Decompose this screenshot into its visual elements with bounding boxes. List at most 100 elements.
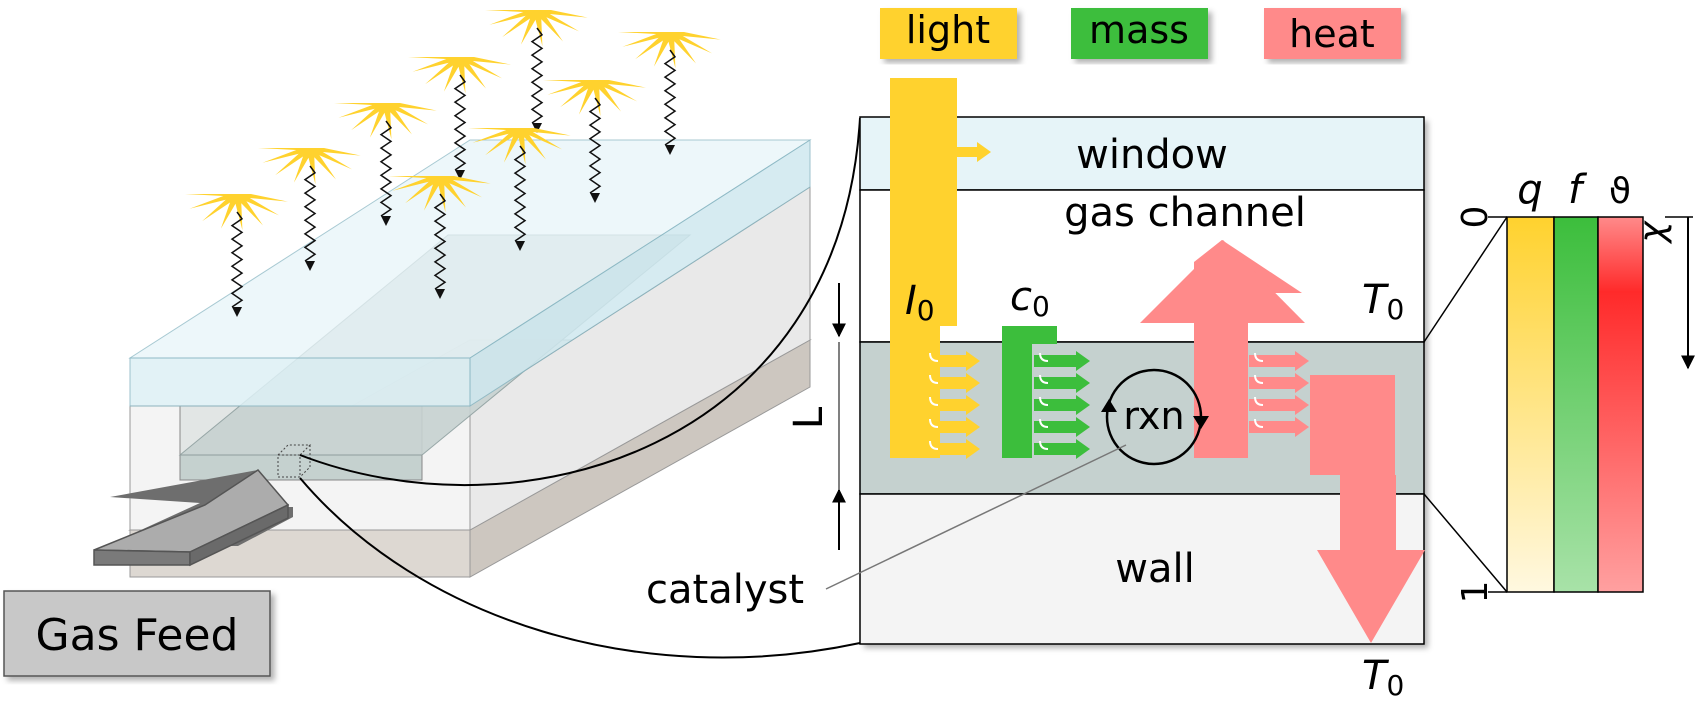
sun-icon — [618, 32, 721, 69]
flux-arrowhead-icon — [966, 417, 980, 437]
sun-icon — [543, 80, 646, 117]
catalyst-pointer — [825, 444, 1127, 590]
flux-arrowhead-icon — [1295, 373, 1309, 393]
legend-mass: mass — [1089, 8, 1189, 52]
sun-icon — [468, 128, 571, 165]
axis-top-tick: 0 — [1455, 206, 1496, 229]
concentration-symbol: c0 — [1010, 274, 1050, 323]
profile-theta-bar — [1597, 216, 1644, 593]
legend-light-box — [880, 8, 1017, 59]
profile-theta-label: ϑ — [1609, 171, 1631, 212]
profile-q-bar — [1506, 216, 1555, 593]
light-intensity-symbol: I0 — [905, 278, 935, 327]
gas-feed-box — [3, 590, 271, 677]
photon-wave — [230, 211, 244, 308]
photon-wave — [453, 74, 467, 171]
flux-arrowhead-icon — [1076, 439, 1090, 459]
flux-step — [924, 377, 966, 389]
profile-q-label: q — [1517, 167, 1542, 213]
window-side — [469, 139, 811, 407]
legend-light: light — [906, 8, 990, 52]
gas-channel-label: gas channel — [1064, 190, 1306, 236]
heat-down-arrow — [1317, 550, 1425, 643]
light-flux — [890, 78, 991, 458]
flux-arrowhead-icon — [966, 373, 980, 393]
profile-connector-bottom — [1423, 493, 1508, 593]
temperature-bottom-symbol: T0 — [1362, 653, 1404, 702]
sun-icon — [408, 57, 511, 94]
sun-icon — [485, 10, 588, 47]
cycle-arrow-right-icon — [1193, 416, 1209, 429]
photon-wave — [663, 49, 677, 146]
gas-feed-label: Gas Feed — [36, 610, 239, 661]
flux-arrowhead-icon — [966, 439, 980, 459]
flux-step — [1249, 421, 1295, 433]
flux-arrowhead-icon — [1295, 395, 1309, 415]
photon-arrow-icon — [515, 241, 525, 251]
photon-arrow-icon — [381, 216, 391, 226]
legend-heat: heat — [1289, 12, 1375, 56]
flux-step — [924, 421, 966, 433]
flux-step — [1034, 443, 1076, 455]
thickness-label: L — [786, 406, 832, 429]
flux-step — [1034, 399, 1076, 411]
photon-wave — [588, 97, 602, 194]
sun-icon — [334, 103, 437, 140]
flux-step — [1034, 355, 1076, 367]
flux-step — [1034, 377, 1076, 389]
catalyst-strip-front — [179, 454, 423, 481]
reaction-label: rxn — [1123, 394, 1184, 438]
mass-transfer-arrows — [1034, 351, 1090, 459]
flux-arrowhead-icon — [1076, 395, 1090, 415]
legend-heat-box — [1264, 8, 1401, 59]
photon-arrow-icon — [665, 145, 675, 155]
flux-step — [924, 399, 966, 411]
flux-step — [1034, 421, 1076, 433]
sun-icon — [388, 176, 491, 213]
zoom-curve-top — [299, 117, 861, 487]
flux-step — [924, 443, 966, 455]
axis-bottom-tick: 1 — [1455, 581, 1496, 604]
flux-arrowhead-icon — [1076, 373, 1090, 393]
photon-wave — [303, 165, 317, 262]
catalyst-label: catalyst — [646, 567, 804, 613]
temperature-top-symbol: T0 — [1362, 277, 1404, 326]
sun-icon — [185, 194, 288, 231]
wall-label: wall — [1115, 546, 1194, 592]
flux-arrowhead-icon — [1295, 351, 1309, 371]
unit-cell — [277, 454, 301, 478]
flux-arrowhead-icon — [1076, 351, 1090, 371]
window-label: window — [1076, 132, 1228, 178]
photon-arrow-icon — [305, 261, 315, 271]
profile-f-label: f — [1568, 167, 1588, 213]
photon-wave — [433, 193, 447, 290]
flux-step — [1249, 399, 1295, 411]
window-front — [129, 357, 471, 407]
photon-arrow-icon — [455, 170, 465, 180]
flux-arrowhead-icon — [966, 351, 980, 371]
flux-arrowhead-icon — [966, 395, 980, 415]
profile-f-bar — [1553, 216, 1599, 593]
photon-wave — [513, 145, 527, 242]
sun-icon — [258, 148, 361, 185]
photon-arrow-icon — [590, 193, 600, 203]
heat-flux — [1140, 240, 1425, 643]
profile-connector-top — [1423, 216, 1508, 343]
flux-step — [1249, 377, 1295, 389]
heat-up-arrow — [1140, 240, 1305, 323]
photon-wave — [530, 27, 544, 124]
flux-step — [1249, 355, 1295, 367]
photon-arrow-icon — [232, 307, 242, 317]
flux-step — [924, 355, 966, 367]
light-sources — [185, 10, 721, 317]
zoom-curve-bottom — [299, 477, 861, 659]
light-absorption-arrows — [924, 351, 980, 459]
cycle-arrow-left-icon — [1101, 399, 1117, 412]
mass-flux — [1002, 326, 1057, 458]
legend-mass-box — [1071, 8, 1208, 59]
chi-axis-label: χ — [1632, 220, 1673, 245]
photon-arrow-icon — [435, 289, 445, 299]
gas-feed-arrow — [93, 469, 293, 567]
heat-transfer-arrows — [1249, 351, 1309, 437]
